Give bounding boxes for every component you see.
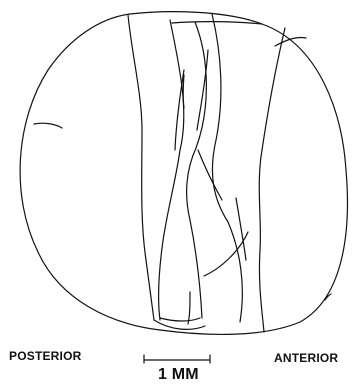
crossing-line-top — [172, 22, 262, 24]
left-crack — [34, 123, 62, 128]
bottom-cell-line-2 — [160, 318, 200, 321]
bottom-vertical-1 — [188, 292, 190, 324]
anterior-label: ANTERIOR — [274, 351, 338, 365]
scale-label: 1 MM — [158, 366, 199, 384]
specimen-outline — [20, 12, 347, 335]
band-line-right-boundary — [259, 28, 285, 332]
band-line-left — [128, 15, 154, 320]
band-line-center — [187, 22, 207, 318]
right-crack — [275, 37, 306, 46]
band-line-right — [212, 14, 242, 322]
scale-bar — [144, 355, 210, 363]
band-line-left-inner — [159, 20, 184, 320]
inner-stroke-upper-left — [183, 75, 184, 108]
posterior-label: POSTERIOR — [9, 349, 81, 363]
inner-stroke-mid — [198, 150, 222, 200]
